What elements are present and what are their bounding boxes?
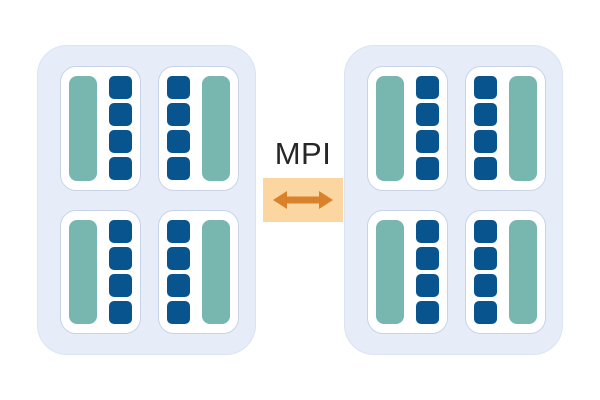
node-right-card-grid	[345, 46, 562, 354]
core-square	[474, 103, 497, 127]
core-square	[416, 130, 439, 154]
core-square	[474, 157, 497, 181]
core-square	[474, 130, 497, 154]
core-square	[109, 103, 132, 127]
core-square	[416, 300, 439, 324]
core-square	[167, 300, 190, 324]
socket-card	[367, 209, 448, 334]
core-square	[167, 76, 190, 99]
core-square	[416, 219, 439, 243]
core-column	[167, 219, 190, 325]
node-left	[37, 45, 256, 355]
core-square	[416, 246, 439, 270]
core-square	[416, 76, 439, 99]
socket-card	[367, 66, 448, 191]
socket-card	[465, 66, 546, 191]
core-column	[474, 76, 497, 181]
mpi-link-box	[263, 178, 343, 222]
mpi-label: MPI	[274, 135, 332, 171]
socket-card	[465, 209, 546, 334]
core-square	[474, 273, 497, 297]
node-left-card-grid	[38, 46, 255, 354]
core-column	[416, 219, 439, 325]
core-square	[109, 273, 132, 297]
core-square	[109, 246, 132, 270]
core-square	[109, 76, 132, 99]
double-arrow-icon	[272, 188, 334, 212]
core-column	[109, 219, 132, 325]
core-square	[416, 103, 439, 127]
core-square	[167, 273, 190, 297]
memory-bar	[69, 76, 97, 181]
node-right	[344, 45, 563, 355]
memory-bar	[376, 76, 404, 181]
core-square	[109, 130, 132, 154]
core-column	[416, 76, 439, 181]
mpi-link: MPI	[263, 128, 343, 222]
core-square	[474, 300, 497, 324]
memory-bar	[509, 219, 537, 324]
socket-card	[158, 209, 239, 334]
core-square	[167, 130, 190, 154]
core-square	[416, 273, 439, 297]
core-square	[167, 103, 190, 127]
core-square	[474, 76, 497, 99]
memory-bar	[202, 76, 230, 181]
core-column	[109, 76, 132, 181]
socket-card	[60, 66, 141, 191]
memory-bar	[376, 219, 404, 324]
core-square	[167, 157, 190, 181]
socket-card	[158, 66, 239, 191]
core-square	[474, 246, 497, 270]
core-square	[109, 219, 132, 243]
core-square	[167, 219, 190, 243]
core-square	[109, 157, 132, 181]
memory-bar	[202, 219, 230, 324]
core-square	[416, 157, 439, 181]
core-square	[474, 219, 497, 243]
memory-bar	[509, 76, 537, 181]
core-column	[474, 219, 497, 325]
core-square	[109, 300, 132, 324]
memory-bar	[69, 219, 97, 324]
socket-card	[60, 209, 141, 334]
core-square	[167, 246, 190, 270]
core-column	[167, 76, 190, 181]
